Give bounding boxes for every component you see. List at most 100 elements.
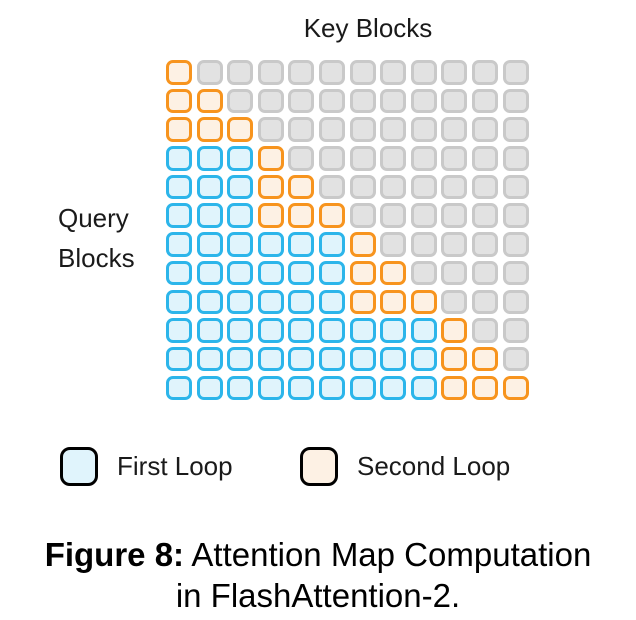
attention-cell-second-loop (288, 203, 315, 228)
attention-cell-first-loop (318, 289, 345, 314)
attention-cell-not-computed (502, 260, 529, 286)
attention-cell-first-loop (196, 146, 223, 171)
attention-cell-not-computed (441, 203, 468, 228)
attention-cell-not-computed (441, 60, 468, 85)
attention-cell-second-loop (349, 260, 376, 286)
attention-cell-first-loop (349, 318, 376, 343)
attention-cell-not-computed (441, 289, 468, 314)
attention-cell-not-computed (380, 146, 407, 171)
attention-cell-first-loop (288, 375, 315, 401)
attention-cell-not-computed (441, 232, 468, 257)
attention-cell-not-computed (502, 60, 529, 85)
attention-cell-not-computed (288, 88, 315, 114)
attention-cell-not-computed (380, 117, 407, 142)
attention-cell-first-loop (288, 232, 315, 257)
attention-cell-first-loop (318, 260, 345, 286)
attention-cell-not-computed (227, 60, 254, 85)
attention-cell-not-computed (318, 88, 345, 114)
attention-cell-not-computed (410, 203, 437, 228)
first-loop-swatch-icon (60, 446, 98, 486)
attention-cell-second-loop (166, 60, 192, 85)
attention-cell-not-computed (318, 174, 345, 200)
attention-cell-not-computed (471, 232, 498, 257)
attention-cell-first-loop (227, 318, 254, 343)
attention-cell-first-loop (166, 346, 192, 372)
attention-cell-first-loop (196, 203, 223, 228)
attention-cell-first-loop (410, 375, 437, 401)
query-blocks-label: Query Blocks (58, 198, 135, 278)
attention-cell-second-loop (257, 203, 284, 228)
attention-cell-not-computed (196, 60, 223, 85)
attention-cell-first-loop (196, 375, 223, 401)
attention-cell-first-loop (257, 260, 284, 286)
query-blocks-label-line1: Query (58, 203, 129, 233)
attention-cell-not-computed (471, 88, 498, 114)
attention-cell-first-loop (318, 346, 345, 372)
attention-cell-not-computed (410, 60, 437, 85)
attention-cell-first-loop (196, 346, 223, 372)
attention-cell-not-computed (288, 146, 315, 171)
attention-cell-not-computed (410, 260, 437, 286)
attention-cell-first-loop (166, 260, 192, 286)
legend-label-first-loop: First Loop (117, 450, 233, 481)
attention-cell-second-loop (471, 375, 498, 401)
attention-cell-first-loop (166, 289, 192, 314)
attention-cell-first-loop (288, 260, 315, 286)
attention-cell-second-loop (502, 375, 529, 401)
attention-cell-first-loop (380, 318, 407, 343)
attention-cell-not-computed (441, 174, 468, 200)
attention-cell-not-computed (227, 88, 254, 114)
attention-cell-second-loop (257, 146, 284, 171)
attention-cell-not-computed (502, 174, 529, 200)
attention-cell-second-loop (349, 289, 376, 314)
attention-cell-first-loop (349, 375, 376, 401)
attention-cell-not-computed (380, 88, 407, 114)
attention-cell-first-loop (196, 174, 223, 200)
attention-cell-first-loop (380, 375, 407, 401)
attention-cell-second-loop (441, 375, 468, 401)
attention-cell-first-loop (288, 289, 315, 314)
attention-cell-first-loop (257, 346, 284, 372)
attention-cell-first-loop (166, 232, 192, 257)
attention-cell-first-loop (318, 318, 345, 343)
attention-cell-first-loop (257, 289, 284, 314)
attention-cell-second-loop (441, 346, 468, 372)
query-blocks-label-line2: Blocks (58, 243, 135, 273)
attention-cell-first-loop (227, 375, 254, 401)
legend: First Loop Second Loop (0, 446, 636, 486)
attention-cell-not-computed (471, 289, 498, 314)
attention-cell-second-loop (349, 232, 376, 257)
attention-cell-second-loop (166, 117, 192, 142)
attention-cell-not-computed (288, 117, 315, 142)
attention-cell-second-loop (257, 174, 284, 200)
caption-line-2: in FlashAttention-2. (175, 577, 461, 614)
attention-cell-first-loop (380, 346, 407, 372)
attention-cell-second-loop (196, 117, 223, 142)
attention-cell-first-loop (166, 174, 192, 200)
attention-cell-not-computed (349, 60, 376, 85)
attention-cell-not-computed (441, 117, 468, 142)
attention-cell-first-loop (288, 318, 315, 343)
attention-cell-not-computed (502, 88, 529, 114)
attention-cell-not-computed (349, 88, 376, 114)
attention-cell-first-loop (166, 146, 192, 171)
attention-cell-first-loop (318, 375, 345, 401)
attention-cell-first-loop (227, 203, 254, 228)
attention-cell-not-computed (318, 146, 345, 171)
attention-cell-not-computed (349, 146, 376, 171)
attention-cell-not-computed (257, 60, 284, 85)
attention-cell-not-computed (502, 203, 529, 228)
attention-cell-not-computed (410, 174, 437, 200)
attention-cell-first-loop (410, 318, 437, 343)
attention-cell-second-loop (410, 289, 437, 314)
attention-cell-first-loop (257, 375, 284, 401)
figure-caption: Figure 8: Attention Map Computation in F… (0, 534, 636, 616)
attention-cell-not-computed (349, 203, 376, 228)
caption-title-text: Attention Map Computation (184, 536, 592, 573)
second-loop-swatch-icon (300, 446, 338, 486)
attention-cell-first-loop (318, 232, 345, 257)
attention-cell-not-computed (318, 60, 345, 85)
attention-cell-not-computed (471, 203, 498, 228)
attention-cell-not-computed (380, 60, 407, 85)
attention-cell-not-computed (410, 146, 437, 171)
